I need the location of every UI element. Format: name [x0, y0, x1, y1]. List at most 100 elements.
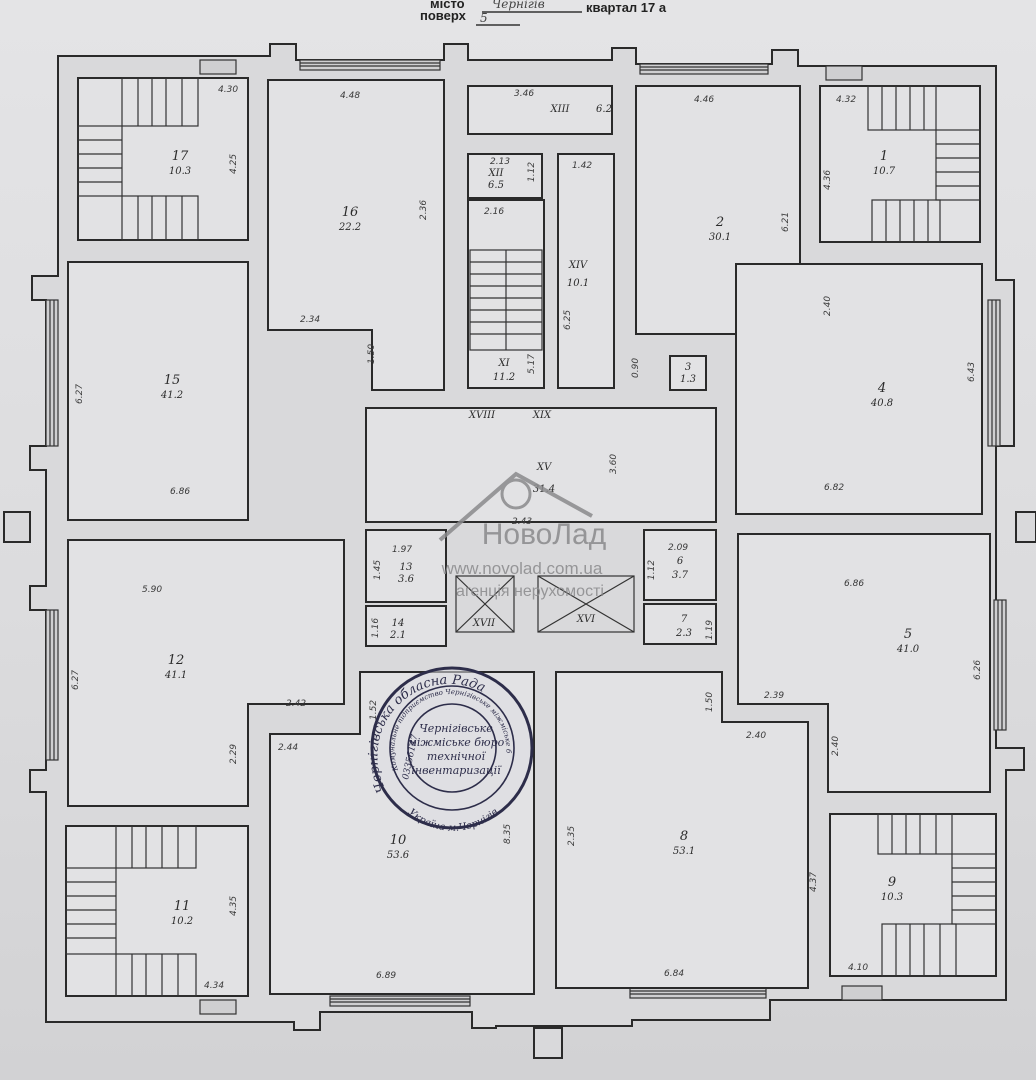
dimension: 4.32 — [836, 95, 856, 105]
dimension: 1.50 — [367, 344, 377, 364]
room-13-area: 3.6 — [398, 574, 415, 585]
room-XV-number: XV — [536, 462, 553, 473]
dimension: 1.52 — [369, 700, 379, 720]
room-12 — [67, 539, 345, 807]
room-6-area: 3.7 — [672, 570, 689, 581]
agency-watermark: НовоЛад www.novolad.com.ua агенція нерух… — [438, 471, 606, 600]
room-17-number: 17 — [172, 149, 189, 164]
dimension: 6.43 — [967, 362, 977, 382]
stamp-center-line-2: міжміське бюро — [408, 736, 505, 749]
room-14-number: 14 — [392, 618, 405, 629]
dimension: 2.36 — [419, 200, 429, 220]
dimension: 1.12 — [527, 162, 537, 182]
room-XI-number: XI — [497, 358, 510, 369]
room-7-number: 7 — [681, 614, 688, 625]
room-4 — [735, 263, 983, 515]
room-3 — [669, 355, 707, 391]
room-12-number: 12 — [168, 653, 185, 668]
dimension: 4.36 — [823, 170, 833, 190]
dimension: 2.40 — [746, 731, 766, 741]
room-6-number: 6 — [677, 556, 684, 567]
dimension: 1.42 — [572, 161, 592, 171]
room-15-area: 41.2 — [160, 390, 183, 401]
room-14-area: 2.1 — [389, 630, 406, 641]
stamp-center-line-4: інвентаризації — [411, 764, 502, 777]
stamp-center-line-1: Чернігівське — [419, 722, 493, 735]
room-7-area: 2.3 — [675, 628, 692, 639]
room-XIV-area: 10.1 — [567, 278, 589, 289]
shaft-label-XVI: XVI — [576, 614, 596, 625]
shaft-label-XVII: XVII — [472, 618, 496, 629]
dimension: 0.90 — [631, 358, 641, 378]
dimension: 4.10 — [848, 963, 868, 973]
floor-value: 5 — [480, 11, 488, 25]
dimension: 2.09 — [668, 543, 688, 553]
city-label: місто — [430, 0, 465, 11]
dimension: 3.60 — [609, 454, 619, 474]
stamp-center-line-3: технічної — [427, 750, 487, 763]
room-14 — [365, 605, 447, 647]
dimension: 1.12 — [647, 560, 657, 580]
room-8 — [555, 671, 809, 989]
dimension: 4.25 — [229, 154, 239, 174]
dimension: 4.48 — [340, 91, 360, 101]
room-16 — [267, 79, 445, 391]
dimension: 2.34 — [300, 315, 320, 325]
room-5 — [737, 533, 991, 793]
room-11 — [65, 825, 249, 997]
room-13 — [365, 529, 447, 603]
dimension: 2.42 — [286, 699, 306, 709]
dimension: 4.37 — [809, 872, 819, 892]
room-XV — [365, 407, 717, 523]
room-XII — [467, 153, 543, 199]
dimension: 6.86 — [844, 579, 864, 589]
watermark-url: www.novolad.com.ua — [441, 559, 603, 578]
dimension: 4.46 — [694, 95, 714, 105]
dimension: 2.39 — [764, 691, 784, 701]
room-2-area: 30.1 — [709, 232, 731, 243]
dimension: 1.45 — [373, 560, 383, 580]
dimension: 4.30 — [218, 85, 238, 95]
dimension: 5.17 — [527, 354, 537, 374]
room-13-number: 13 — [400, 562, 413, 573]
dimension: 1.50 — [705, 692, 715, 712]
dimension: 2.44 — [278, 743, 298, 753]
room-XIII-number: XIII — [550, 104, 571, 115]
room-17 — [77, 77, 249, 241]
dimension: 2.29 — [229, 744, 239, 764]
dimension: 2.35 — [567, 826, 577, 846]
dimension: 5.90 — [142, 585, 162, 595]
room-15-number: 15 — [164, 373, 181, 388]
watermark-tagline: агенція нерухомості — [456, 583, 604, 600]
room-3-number: 3 — [685, 362, 691, 373]
dimension: 6.82 — [824, 483, 844, 493]
dimension: 2.13 — [490, 157, 510, 167]
dimension: 2.40 — [831, 736, 841, 756]
block-label: квартал 17 а — [586, 0, 667, 15]
room-5-area: 41.0 — [896, 644, 920, 655]
dimension: 6.27 — [75, 384, 85, 404]
room-10-number: 10 — [390, 833, 407, 848]
room-6 — [643, 529, 717, 601]
dimension: 2.43 — [512, 517, 532, 527]
dimension: 1.19 — [705, 620, 715, 640]
room-XIII — [467, 85, 613, 135]
rooms — [65, 77, 997, 997]
city-value: Чернігів — [492, 0, 545, 11]
dimension: 2.16 — [484, 207, 504, 217]
dimension: 6.89 — [376, 971, 396, 981]
room-XIV — [557, 153, 615, 389]
room-7 — [643, 603, 717, 645]
dimension: 6.26 — [973, 660, 983, 680]
dimension: 6.84 — [664, 969, 684, 979]
room-4-number: 4 — [877, 381, 886, 396]
room-9-area: 10.3 — [881, 892, 903, 903]
dimension: 2.40 — [823, 296, 833, 316]
dimension: 1.97 — [392, 545, 412, 555]
dimension: 3.46 — [514, 89, 534, 99]
dimension: 6.21 — [781, 212, 791, 232]
staircases — [65, 77, 997, 997]
dimension: 6.25 — [563, 310, 573, 330]
